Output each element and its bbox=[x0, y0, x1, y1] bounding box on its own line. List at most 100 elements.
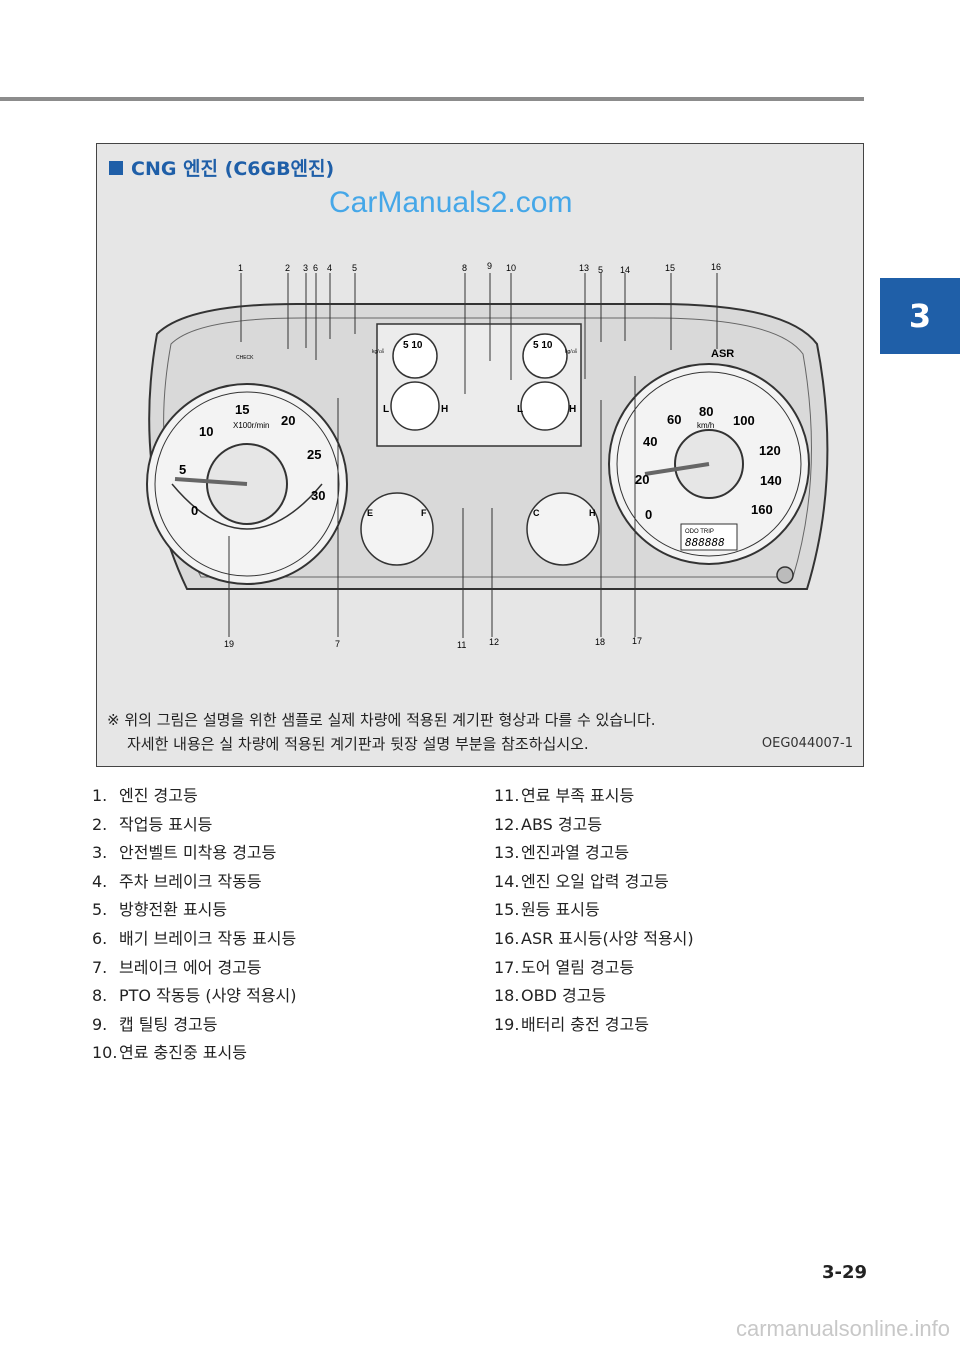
speedo-tick-140: 140 bbox=[760, 473, 782, 488]
item-number: 11. bbox=[494, 786, 520, 805]
list-item: 12.ABS 경고등 bbox=[494, 811, 694, 840]
item-text: 방향전환 표시등 bbox=[119, 900, 228, 920]
temp-hot: H bbox=[589, 508, 596, 518]
item-number: 13. bbox=[494, 843, 520, 863]
item-number: 14. bbox=[494, 871, 520, 891]
odometer-label: ODO TRIP bbox=[685, 529, 714, 535]
pressure-unit-left: kg/㎠ bbox=[372, 348, 384, 355]
item-number: 4. bbox=[92, 871, 108, 891]
pressure-unit-right: kg/㎠ bbox=[565, 348, 577, 355]
item-number: 16. bbox=[494, 928, 520, 948]
item-number: 17. bbox=[494, 957, 520, 977]
gauge-low-left: L bbox=[383, 404, 389, 415]
item-text: OBD 경고등 bbox=[521, 986, 607, 1006]
pressure-scale-right: 5 10 bbox=[533, 340, 553, 351]
list-item: 15.원등 표시등 bbox=[494, 896, 694, 925]
temp-cold: C bbox=[533, 508, 540, 518]
list-item: 10.연료 충진중 표시등 bbox=[92, 1039, 297, 1068]
callout-3: 3 bbox=[303, 263, 308, 273]
list-item: 16.ASR 표시등(사양 적용시) bbox=[494, 925, 694, 954]
instrument-cluster-drawing: 0 5 10 15 20 25 30 X100r/min 0 20 40 60 … bbox=[146, 261, 829, 650]
legend-list-left: 1. 엔진 경고등 2. 작업등 표시등 3.안전벨트 미착용 경고등 4. 주차 브… bbox=[92, 782, 297, 1068]
item-number: 1. bbox=[92, 786, 108, 805]
callout-18: 18 bbox=[595, 637, 605, 647]
chapter-tab[interactable]: 3 bbox=[880, 278, 960, 354]
speedo-tick-0: 0 bbox=[645, 507, 652, 522]
figure-code: OEG044007-1 bbox=[761, 736, 853, 751]
list-item: 11.연료 부족 표시등 bbox=[494, 782, 694, 811]
speedometer bbox=[608, 363, 810, 584]
item-text: 캡 틸팅 경고등 bbox=[119, 1014, 218, 1034]
list-item: 14.엔진 오일 압력 경고등 bbox=[494, 868, 694, 897]
list-item: 13.엔진과열 경고등 bbox=[494, 839, 694, 868]
footer-watermark: carmanualsonline.info bbox=[735, 1316, 950, 1341]
callout-12: 12 bbox=[489, 637, 499, 647]
tach-tick-5: 5 bbox=[179, 462, 186, 477]
tach-tick-20: 20 bbox=[281, 413, 295, 428]
item-number: 12. bbox=[494, 814, 520, 834]
pressure-gauges bbox=[390, 333, 570, 431]
list-item: 17.도어 열림 경고등 bbox=[494, 954, 694, 983]
callout-4: 4 bbox=[327, 263, 332, 273]
item-text: ASR 표시등(사양 적용시) bbox=[521, 928, 694, 948]
list-item: 2. 작업등 표시등 bbox=[92, 811, 297, 840]
callout-5: 5 bbox=[352, 263, 357, 273]
item-text: PTO 작동등 (사양 적용시) bbox=[119, 986, 297, 1006]
item-text: ABS 경고등 bbox=[521, 814, 603, 834]
speedo-tick-40: 40 bbox=[643, 434, 657, 449]
list-item: 19.배터리 충전 경고등 bbox=[494, 1011, 694, 1040]
item-text: 엔진 오일 압력 경고등 bbox=[521, 871, 669, 891]
tach-tick-10: 10 bbox=[199, 424, 213, 439]
callout-10: 10 bbox=[506, 263, 516, 273]
tach-tick-30: 30 bbox=[311, 488, 325, 503]
callout-11: 11 bbox=[457, 640, 466, 650]
list-item: 5. 방향전환 표시등 bbox=[92, 896, 297, 925]
list-item: 6. 배기 브레이크 작동 표시등 bbox=[92, 925, 297, 954]
callout-8: 8 bbox=[462, 263, 467, 273]
item-text: 연료 충진중 표시등 bbox=[119, 1043, 247, 1063]
callout-16: 16 bbox=[711, 262, 721, 272]
item-text: 작업등 표시등 bbox=[119, 814, 213, 834]
asr-label: ASR bbox=[711, 348, 734, 360]
item-number: 18. bbox=[494, 986, 520, 1006]
item-number: 5. bbox=[92, 900, 108, 920]
speedo-tick-120: 120 bbox=[759, 443, 781, 458]
cluster-figure: CNG 엔진 (C6GB엔진) CarManuals2.com 0 5 10 1… bbox=[96, 143, 864, 767]
item-text: 연료 부족 표시등 bbox=[521, 786, 635, 805]
list-item: 9. 캡 틸팅 경고등 bbox=[92, 1011, 297, 1040]
speedo-tick-20: 20 bbox=[635, 472, 649, 487]
item-text: 도어 열림 경고등 bbox=[521, 957, 635, 977]
page-number: 3-29 bbox=[821, 1262, 867, 1283]
title-square-icon bbox=[109, 160, 123, 175]
list-item: 18.OBD 경고등 bbox=[494, 982, 694, 1011]
small-gauges bbox=[360, 492, 600, 566]
item-text: 주차 브레이크 작동등 bbox=[119, 871, 262, 891]
list-item: 7.브레이크 에어 경고등 bbox=[92, 954, 297, 983]
item-number: 15. bbox=[494, 900, 520, 920]
item-number: 9. bbox=[92, 1014, 108, 1034]
item-number: 6. bbox=[92, 928, 108, 948]
tach-tick-25: 25 bbox=[307, 447, 321, 462]
item-text: 엔진 경고등 bbox=[119, 786, 198, 805]
fuel-empty: E bbox=[367, 508, 373, 518]
callout-9: 9 bbox=[487, 261, 492, 271]
item-number: 8. bbox=[92, 986, 108, 1006]
speedo-unit: km/h bbox=[697, 421, 714, 430]
callout-19: 19 bbox=[224, 639, 234, 649]
speedo-tick-100: 100 bbox=[733, 413, 755, 428]
item-number: 2. bbox=[92, 814, 108, 834]
callout-7: 7 bbox=[335, 639, 340, 649]
figure-title-text: CNG 엔진 (C6GB엔진) bbox=[131, 158, 335, 180]
list-item: 3.안전벨트 미착용 경고등 bbox=[92, 839, 297, 868]
item-text: 배기 브레이크 작동 표시등 bbox=[119, 928, 297, 948]
note-line-2: 자세한 내용은 실 차량에 적용된 계기판과 뒷장 설명 부분을 참조하십시오. bbox=[127, 735, 589, 753]
tachometer bbox=[146, 383, 348, 585]
pressure-scale-left: 5 10 bbox=[403, 340, 423, 351]
callout-17: 17 bbox=[632, 636, 642, 646]
item-text: 브레이크 에어 경고등 bbox=[119, 957, 262, 977]
fuel-full: F bbox=[421, 508, 427, 518]
item-text: 배터리 충전 경고등 bbox=[521, 1014, 649, 1034]
list-item: 8. PTO 작동등 (사양 적용시) bbox=[92, 982, 297, 1011]
check-engine-label: CHECK bbox=[236, 355, 254, 361]
gauge-high-right: H bbox=[569, 404, 576, 415]
